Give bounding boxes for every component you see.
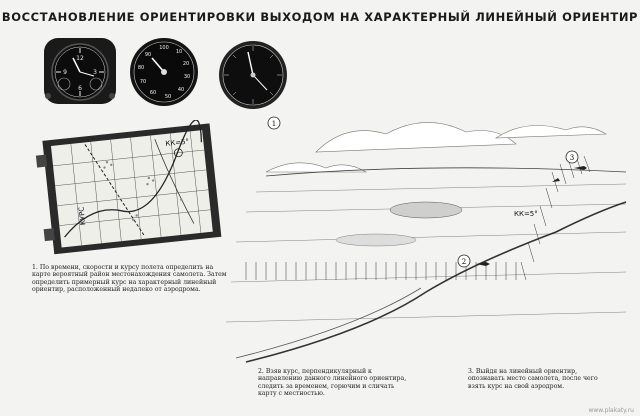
marker-3: 3 [570, 154, 574, 162]
landscape-scene: 1 2 3 КК=5° [225, 112, 636, 374]
compass-gauge [219, 41, 287, 109]
asi-60: 60 [150, 90, 156, 96]
caption-step-3: 3. Выйдя на линейный ориентир, опознават… [468, 368, 598, 390]
map-tablet: КК=5° КУРС [30, 119, 228, 264]
clock-9: 9 [63, 69, 67, 76]
asi-70: 70 [140, 79, 146, 85]
asi-80: 80 [138, 65, 144, 71]
map-course-label: КК=5° [165, 138, 189, 148]
caption-step-1: 1. По времени, скорости и курсу полета о… [32, 264, 227, 294]
asi-50: 50 [165, 94, 171, 100]
page-title: ВОССТАНОВЛЕНИЕ ОРИЕНТИРОВКИ ВЫХОДОМ НА Х… [1, 10, 639, 24]
scene-course-label: КК=5° [514, 210, 538, 218]
clock-6: 6 [78, 85, 82, 92]
airspeed-gauge: 100 10 20 30 40 50 60 70 80 90 [130, 38, 198, 106]
asi-30: 30 [184, 74, 190, 80]
asi-40: 40 [178, 87, 184, 93]
map-vertical-label: КУРС [78, 206, 88, 225]
asi-10: 10 [176, 49, 182, 55]
clock-3: 3 [93, 69, 97, 76]
asi-20: 20 [183, 61, 189, 67]
clock-12: 12 [76, 55, 84, 62]
watermark: www.plakaty.ru [588, 407, 634, 414]
marker-1: 1 [272, 120, 276, 128]
asi-100: 100 [159, 45, 169, 51]
marker-2: 2 [462, 258, 466, 266]
asi-90: 90 [145, 52, 151, 58]
clock-gauge: 12 3 6 9 [44, 38, 116, 104]
caption-step-2: 2. Взяв курс, перпендикулярный к направл… [258, 368, 407, 398]
